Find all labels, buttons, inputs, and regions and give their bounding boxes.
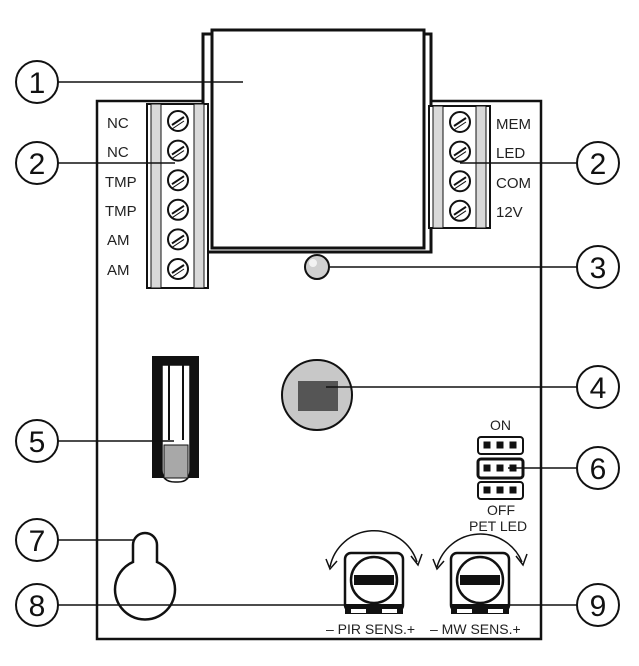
callout-5: 5: [15, 419, 59, 463]
jumper-pin: [496, 486, 504, 494]
svg-text:3: 3: [590, 252, 607, 285]
left-label-6: AM: [107, 262, 130, 279]
keyhole-mount: [113, 531, 177, 621]
svg-text:8: 8: [29, 590, 46, 623]
left-label-3: TMP: [105, 174, 137, 191]
relay-cover: [210, 28, 426, 250]
jumper-pin: [496, 441, 504, 449]
left-terminal-screw: [167, 110, 189, 132]
leader-lines: [58, 81, 578, 606]
right-terminal-screw: [449, 199, 471, 222]
jumper-pin: [483, 464, 491, 472]
left-label-5: AM: [107, 232, 130, 249]
left-label-2: NC: [107, 144, 129, 161]
callout-2-left: 2: [15, 141, 59, 185]
callout-9: 9: [576, 583, 620, 627]
svg-text:6: 6: [590, 453, 607, 486]
svg-text:7: 7: [29, 525, 46, 558]
jumper-off-label: OFF: [487, 502, 515, 518]
svg-text:5: 5: [29, 426, 46, 459]
jumper-pin: [509, 441, 517, 449]
tamper-switch: [152, 356, 199, 483]
left-terminal-block: [146, 103, 209, 289]
right-label-1: MEM: [496, 116, 531, 133]
pet-led-jumper: [476, 436, 525, 500]
left-terminal-screw: [167, 198, 189, 221]
jumper-on-label: ON: [490, 417, 511, 433]
jumper-pin: [509, 486, 517, 494]
jumper-pin: [483, 486, 491, 494]
right-terminal-block: [428, 105, 491, 229]
led: [304, 254, 330, 280]
jumper-pin: [496, 464, 504, 472]
left-terminal-screw: [167, 139, 189, 162]
right-terminal-screw: [449, 140, 471, 163]
right-label-2: LED: [496, 145, 525, 162]
callout-1: 1: [15, 60, 59, 104]
mw-sens-label: – MW SENS.+: [430, 621, 521, 637]
svg-text:2: 2: [29, 148, 46, 181]
pir-sensor-core: [298, 381, 338, 411]
callout-2-right: 2: [576, 141, 620, 185]
svg-text:4: 4: [590, 372, 607, 405]
callout-8: 8: [15, 583, 59, 627]
right-terminal-screw: [449, 111, 471, 133]
right-terminal-screw: [449, 170, 471, 193]
jumper-pin: [483, 441, 491, 449]
right-label-4: 12V: [496, 204, 523, 221]
pir-sensitivity-pot: [325, 530, 423, 614]
left-terminal-screw: [167, 169, 189, 192]
callout-3: 3: [576, 245, 620, 289]
pir-sens-label: – PIR SENS.+: [326, 621, 415, 637]
svg-text:9: 9: [590, 590, 607, 623]
callout-4: 4: [576, 365, 620, 409]
left-label-4: TMP: [105, 203, 137, 220]
jumper-name-label: PET LED: [469, 518, 527, 534]
left-terminal-screw: [167, 258, 189, 280]
right-label-3: COM: [496, 175, 531, 192]
callout-7: 7: [15, 518, 59, 562]
callout-6: 6: [576, 446, 620, 490]
left-label-1: NC: [107, 115, 129, 132]
left-terminal-screw: [167, 228, 189, 251]
mw-sensitivity-pot: [432, 533, 528, 614]
svg-text:1: 1: [29, 67, 46, 100]
svg-text:2: 2: [590, 148, 607, 181]
